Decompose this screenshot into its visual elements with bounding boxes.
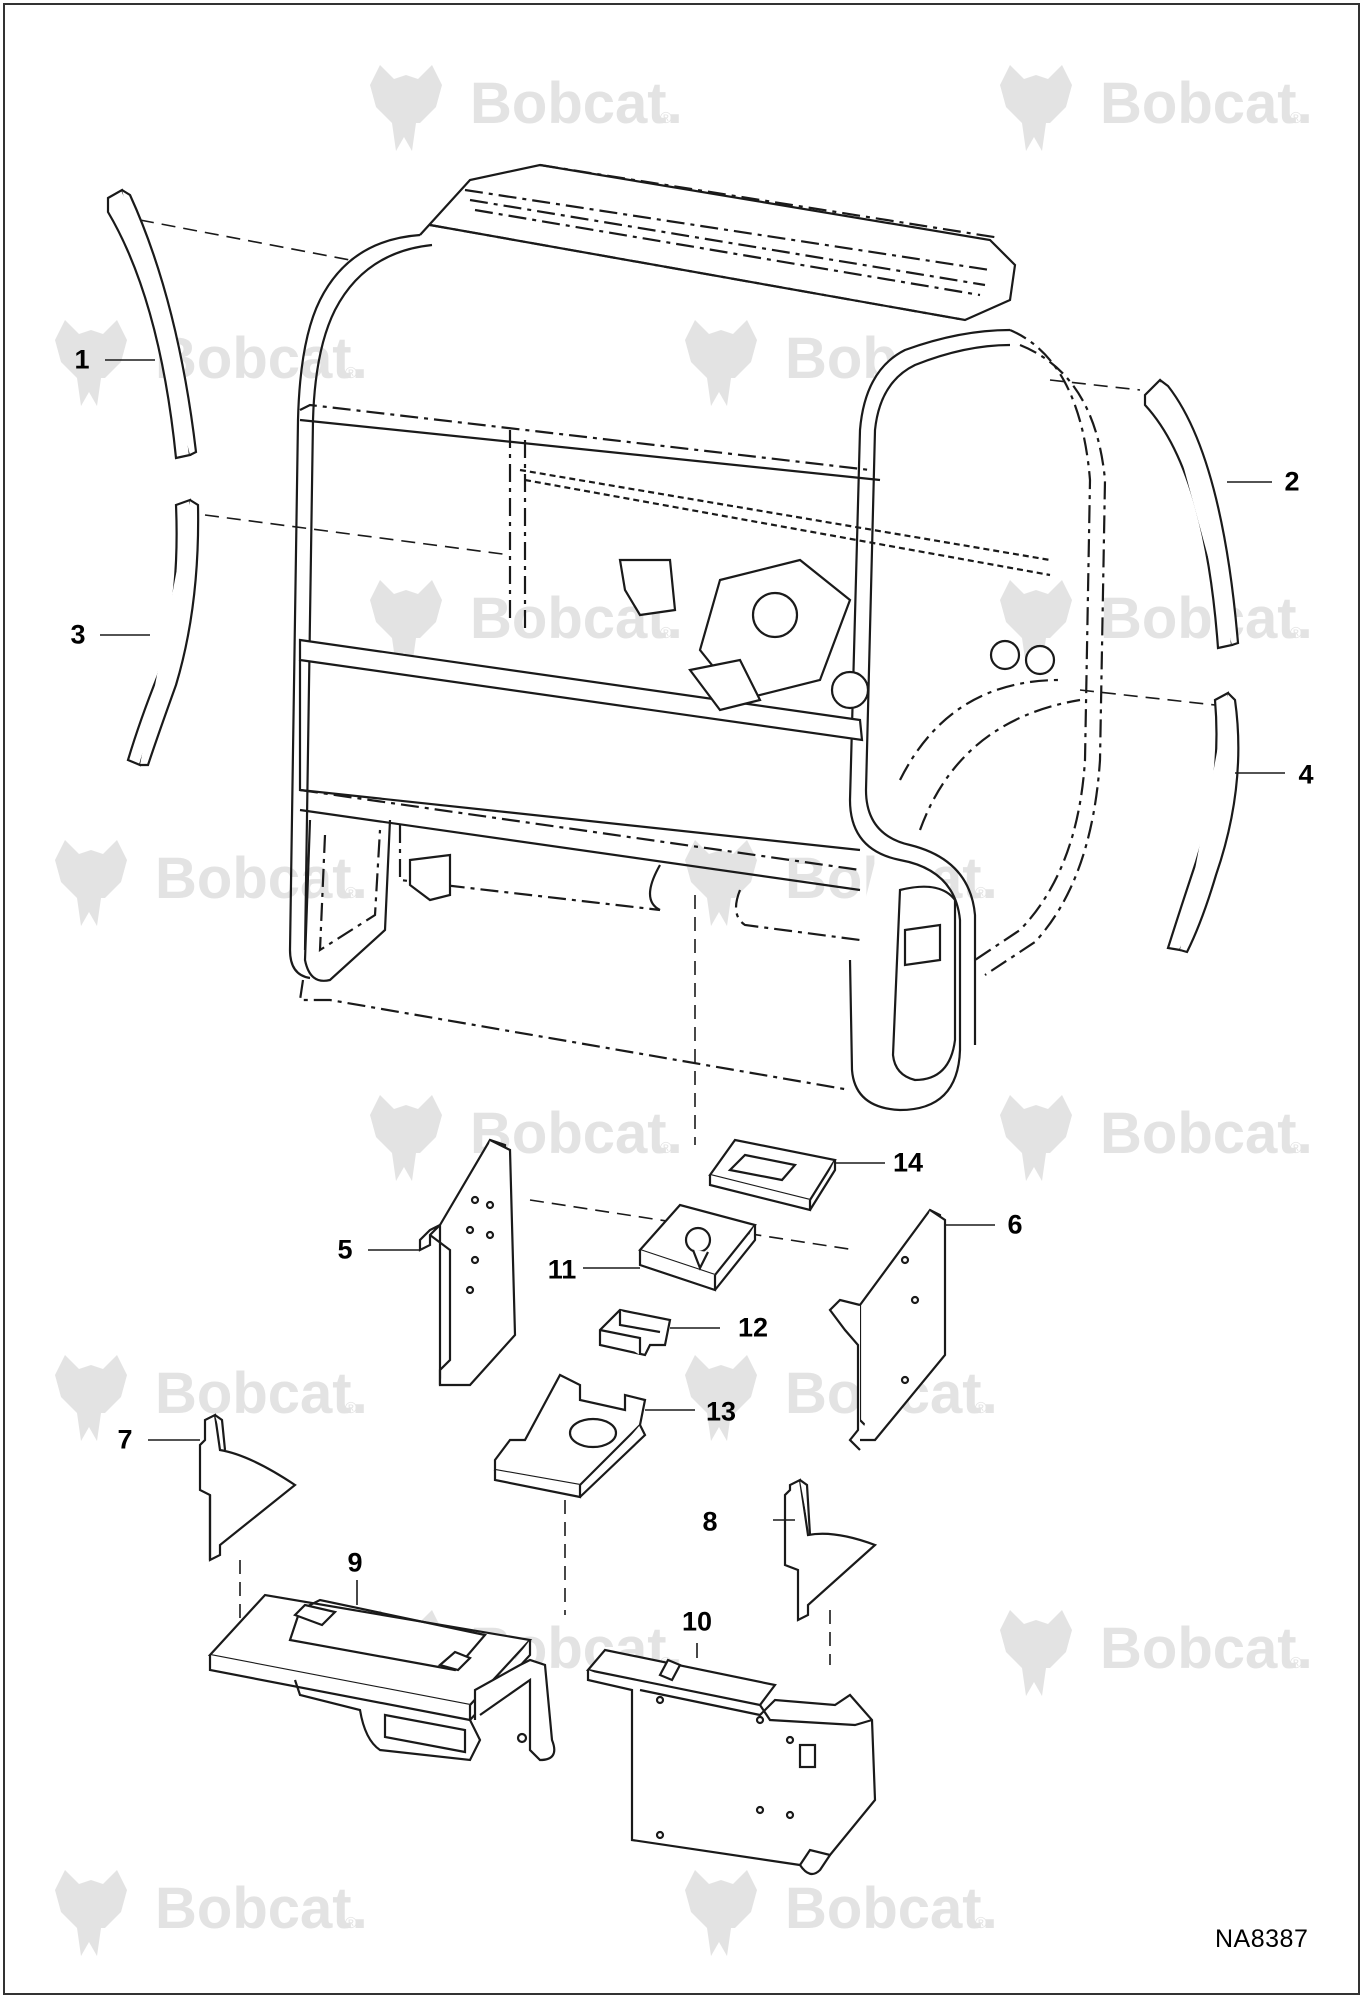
callout-6: 6: [1007, 1209, 1023, 1240]
watermark-registered-mark: ®: [660, 1140, 672, 1157]
watermark-registered-mark: ®: [345, 1915, 357, 1932]
bobcat-watermark: Bobcat.®: [370, 65, 683, 151]
watermark-text: Bobcat.: [470, 71, 683, 136]
bobcat-watermark: Bobcat.®: [55, 320, 368, 406]
part-4-weatherstrip: [1166, 691, 1240, 954]
watermark-registered-mark: ®: [1290, 110, 1302, 127]
callout-14: 14: [892, 1147, 924, 1178]
drawing-frame: [3, 3, 1360, 1995]
bobcat-head-icon: [55, 320, 127, 406]
bobcat-head-icon: [55, 1355, 127, 1441]
bobcat-head-icon: [685, 320, 757, 406]
bobcat-head-icon: [1000, 65, 1072, 151]
watermark-registered-mark: ®: [975, 1915, 987, 1932]
part-9-floor-mount: [207, 1593, 556, 1762]
bobcat-watermark: Bobcat.®: [370, 1095, 683, 1181]
callout-4: 4: [1298, 759, 1314, 790]
part-3-weatherstrip: [126, 498, 200, 767]
callout-9: 9: [347, 1547, 363, 1578]
bobcat-watermark: Bobcat.®: [55, 1355, 368, 1441]
bobcat-watermark: Bobcat.®: [1000, 1610, 1313, 1696]
bobcat-watermark: Bobcat.®: [1000, 580, 1313, 666]
watermark-text: Bobcat.: [1100, 1616, 1313, 1681]
bobcat-watermark: Bobcat.®: [685, 1870, 998, 1956]
part-14-plate: [708, 1138, 837, 1212]
bobcat-head-icon: [1000, 1610, 1072, 1696]
watermark-registered-mark: ®: [975, 885, 987, 902]
watermark-registered-mark: ®: [1290, 625, 1302, 642]
bobcat-watermark: Bobcat.®: [1000, 65, 1313, 151]
bobcat-watermark: Bobcat.®: [55, 840, 368, 926]
part-5-side-plate: [418, 1138, 517, 1387]
bobcat-head-icon: [55, 840, 127, 926]
watermark-registered-mark: ®: [1290, 1655, 1302, 1672]
leader-guides: [139, 219, 1216, 1665]
watermark-text: Bobcat.: [155, 846, 368, 911]
callout-3: 3: [70, 619, 86, 650]
callout-13: 13: [705, 1396, 737, 1427]
part-10-floor-mount: [585, 1648, 877, 1876]
bobcat-head-icon: [370, 65, 442, 151]
bobcat-head-icon: [685, 1870, 757, 1956]
bobcat-watermark: Bobcat.®: [370, 580, 683, 666]
watermark-text: Bobcat.: [155, 1876, 368, 1941]
watermark-registered-mark: ®: [345, 1400, 357, 1417]
watermark-text: Bobcat.: [1100, 1101, 1313, 1166]
callout-2: 2: [1284, 466, 1300, 497]
watermark-registered-mark: ®: [660, 625, 672, 642]
callout-11: 11: [547, 1254, 577, 1285]
bobcat-head-icon: [370, 1095, 442, 1181]
watermark-text: Bobcat.: [1100, 71, 1313, 136]
part-2-weatherstrip: [1143, 378, 1240, 650]
watermark-registered-mark: ®: [345, 885, 357, 902]
part-8-bracket: [783, 1478, 878, 1622]
part-7-bracket: [198, 1413, 297, 1562]
callout-leaders: [100, 359, 1285, 1658]
part-13-plate: [493, 1373, 647, 1499]
cab-frame: [288, 163, 1107, 1112]
callout-7: 7: [117, 1424, 133, 1455]
bobcat-head-icon: [1000, 1095, 1072, 1181]
watermark-registered-mark: ®: [1290, 1140, 1302, 1157]
bobcat-head-icon: [55, 1870, 127, 1956]
callout-1: 1: [74, 344, 90, 375]
drawing-number: NA8387: [1215, 1925, 1309, 1953]
watermark-text: Bobcat.: [155, 326, 368, 391]
watermark-registered-mark: ®: [975, 1400, 987, 1417]
part-12-block: [598, 1308, 672, 1357]
watermark-text: Bobcat.: [785, 1876, 998, 1941]
callout-8: 8: [702, 1506, 718, 1537]
watermark-registered-mark: ®: [660, 110, 672, 127]
bobcat-watermark: Bobcat.®: [55, 1870, 368, 1956]
bobcat-watermark: Bobcat.®: [1000, 1095, 1313, 1181]
callout-5: 5: [337, 1234, 353, 1265]
part-11-plate: [638, 1203, 757, 1292]
watermark-text: Bobcat.: [1100, 586, 1313, 651]
watermark-text: Bobcat.: [155, 1361, 368, 1426]
callout-12: 12: [737, 1312, 769, 1343]
callout-10: 10: [681, 1606, 713, 1637]
part-6-side-plate: [828, 1208, 947, 1451]
watermark-registered-mark: ®: [345, 365, 357, 382]
part-1-weatherstrip: [106, 188, 198, 460]
